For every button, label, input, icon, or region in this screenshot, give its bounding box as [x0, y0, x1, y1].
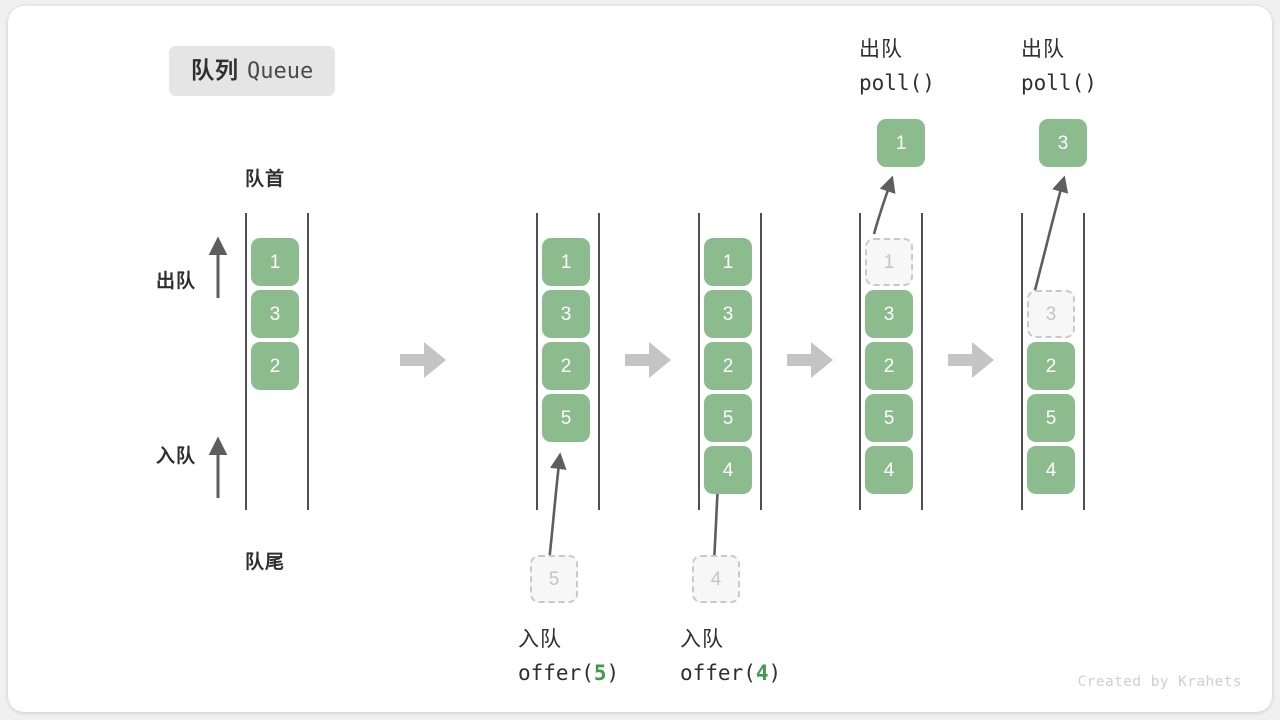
removed-element-ghost: 3 [1027, 290, 1075, 338]
queue-cell: 5 [865, 394, 913, 442]
queue-rail-left [536, 213, 538, 510]
operation-code-suffix: ) [1084, 70, 1097, 95]
operation-code-prefix: offer( [518, 660, 594, 685]
queue-cell: 2 [251, 342, 299, 390]
operation-code-suffix: ) [606, 660, 620, 685]
dequeue-direction-label: 出队 [156, 271, 197, 292]
operation-label-code: poll() [859, 67, 935, 100]
removed-element-ghost: 1 [865, 238, 913, 286]
queue-cell: 5 [542, 394, 590, 442]
queue-tail-label: 队尾 [245, 552, 286, 573]
queue-rail-right [1083, 213, 1085, 510]
queue-cell: 5 [1027, 394, 1075, 442]
queue-cell: 5 [704, 394, 752, 442]
queue-cell: 4 [704, 446, 752, 494]
queue-rail-right [921, 213, 923, 510]
queue-step-poll-3: 出队 poll() 3 3 2 5 4 [953, 6, 1103, 712]
outgoing-element: 3 [1039, 119, 1087, 167]
incoming-element-ghost: 4 [692, 555, 740, 603]
operation-code-suffix: ) [922, 70, 935, 95]
queue-cell: 3 [865, 290, 913, 338]
operation-label-code: offer(5) [518, 657, 619, 690]
enqueue-direction-label: 入队 [156, 446, 197, 467]
operation-code-suffix: ) [768, 660, 782, 685]
operation-label-cn: 入队 [518, 628, 562, 651]
queue-cell: 2 [542, 342, 590, 390]
queue-cell: 2 [865, 342, 913, 390]
operation-caption: 出队 poll() [859, 34, 935, 99]
queue-rail-right [307, 213, 309, 510]
queue-rail-left [1021, 213, 1023, 510]
incoming-element-ghost: 5 [530, 555, 578, 603]
queue-cell: 4 [1027, 446, 1075, 494]
queue-rail-left [245, 213, 247, 510]
title-english: Queue [247, 59, 314, 84]
queue-step-offer-5: 1 3 2 5 5 入队 offer(5) [468, 6, 619, 712]
queue-rail-left [859, 213, 861, 510]
queue-cell: 3 [542, 290, 590, 338]
diagram-stage: 队列 Queue [8, 6, 1272, 712]
queue-step-poll-1: 出队 poll() 1 1 3 2 5 4 [791, 6, 941, 712]
operation-code-arg: 4 [755, 660, 769, 685]
diagram-card: 队列 Queue [8, 6, 1272, 712]
watermark-credit: Created by Krahets [1077, 674, 1242, 690]
queue-step-offer-4: 1 3 2 5 4 4 入队 offer(4) [630, 6, 781, 712]
queue-head-label: 队首 [245, 169, 286, 190]
operation-code-arg: 5 [593, 660, 607, 685]
queue-cell: 2 [1027, 342, 1075, 390]
operation-label-cn: 出队 [859, 38, 903, 61]
operation-code-prefix: poll( [859, 70, 923, 95]
operation-label-cn: 入队 [680, 628, 724, 651]
operation-label-cn: 出队 [1021, 38, 1065, 61]
queue-cell: 2 [704, 342, 752, 390]
queue-cell: 3 [251, 290, 299, 338]
title-chinese: 队列 [191, 57, 239, 83]
queue-step-initial: 队首 队尾 出队 入队 1 3 2 [156, 6, 328, 712]
operation-caption: 入队 offer(5) [518, 624, 619, 689]
queue-cell: 1 [542, 238, 590, 286]
operation-code-prefix: poll( [1021, 70, 1085, 95]
queue-rail-right [760, 213, 762, 510]
operation-caption: 入队 offer(4) [680, 624, 781, 689]
queue-cell: 1 [251, 238, 299, 286]
queue-cell: 4 [865, 446, 913, 494]
operation-code-prefix: offer( [680, 660, 756, 685]
queue-rail-left [698, 213, 700, 510]
diagram-title-badge: 队列 Queue [169, 46, 336, 96]
operation-label-code: poll() [1021, 67, 1097, 100]
operation-label-code: offer(4) [680, 657, 781, 690]
queue-cell: 3 [704, 290, 752, 338]
queue-cell: 1 [704, 238, 752, 286]
outgoing-element: 1 [877, 119, 925, 167]
operation-caption: 出队 poll() [1021, 34, 1097, 99]
queue-rail-right [598, 213, 600, 510]
